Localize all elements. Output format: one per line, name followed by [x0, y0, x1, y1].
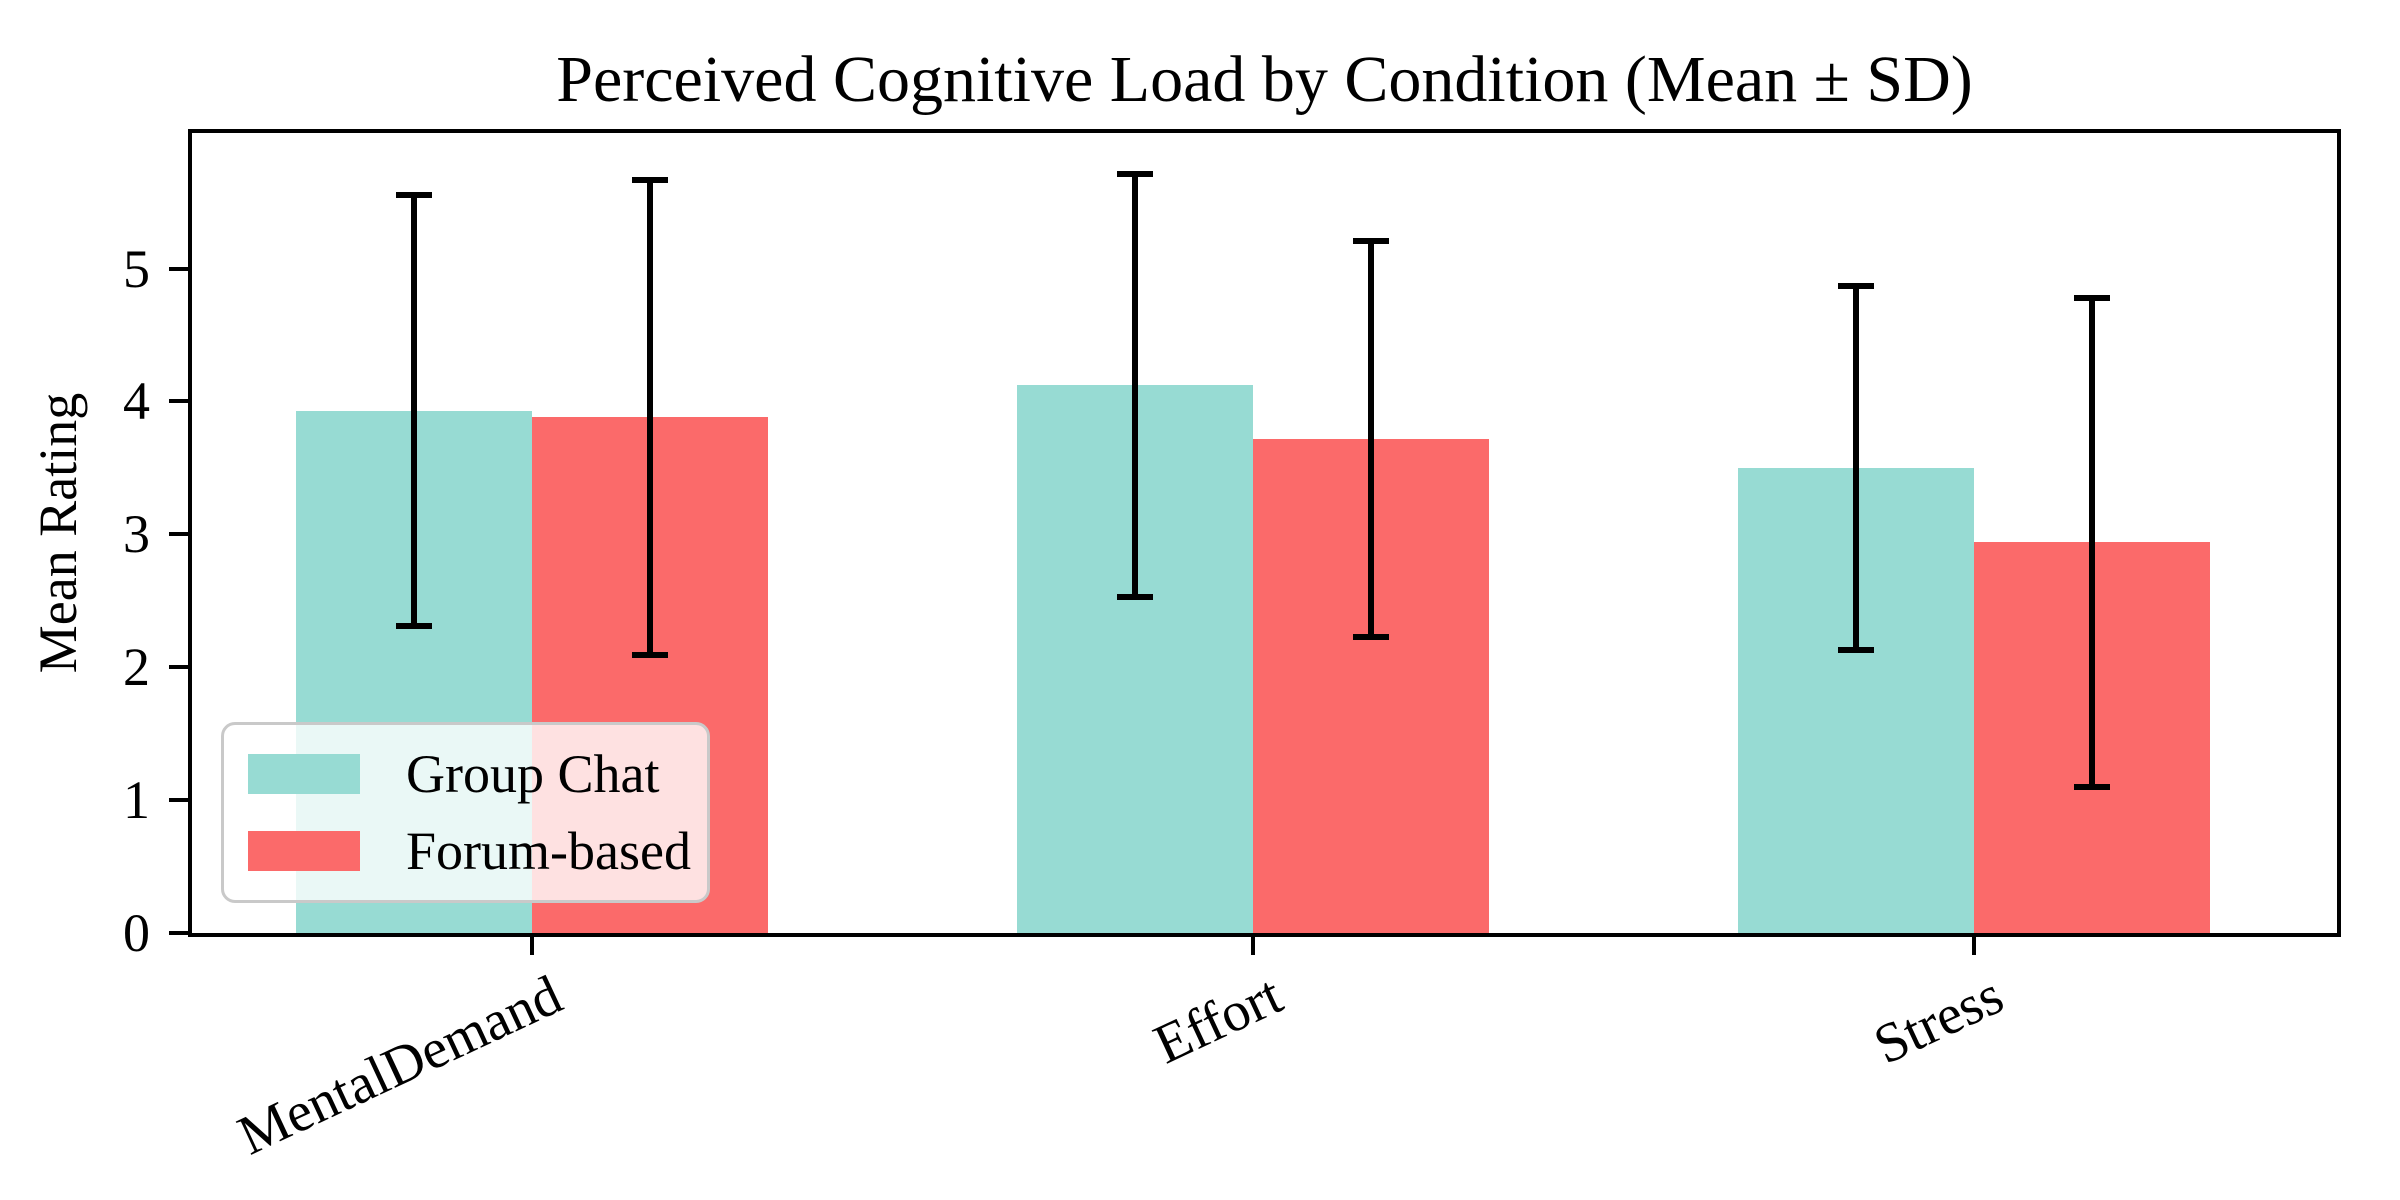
error-bar-cap-top [632, 176, 668, 183]
error-bar-cap-top [1353, 237, 1389, 244]
error-bar-cap-top [2074, 294, 2110, 301]
legend-label-forum-based: Forum-based [406, 821, 691, 882]
y-tick-label: 3 [123, 504, 150, 565]
error-bar-stress [2089, 297, 2095, 787]
error-bar-cap-top [1117, 171, 1153, 178]
y-tick [169, 798, 188, 803]
y-tick-label: 1 [123, 770, 150, 831]
error-bar-cap-bottom [1353, 633, 1389, 640]
chart-title: Perceived Cognitive Load by Condition (M… [556, 43, 1973, 116]
x-tick-label-stress: Stress [1865, 963, 2013, 1077]
error-bar-effort [1368, 240, 1374, 637]
x-tick [1972, 937, 1976, 955]
axis-left-spine [188, 129, 192, 937]
y-tick [169, 266, 188, 271]
error-bar-cap-top [1838, 282, 1874, 289]
error-bar-stress [1853, 285, 1859, 650]
error-bar-cap-top [396, 192, 432, 199]
x-tick-label-effort: Effort [1145, 963, 1292, 1077]
x-tick [1251, 937, 1255, 955]
legend-swatch-group-chat [248, 753, 360, 794]
axis-bottom-spine [188, 933, 2341, 937]
error-bar-cap-bottom [1838, 646, 1874, 653]
error-bar-cap-bottom [632, 652, 668, 659]
legend: Group Chat Forum-based [221, 722, 710, 903]
axis-top-spine [188, 129, 2341, 133]
legend-swatch-forum-based [248, 831, 360, 872]
y-tick [169, 665, 188, 670]
y-tick [169, 532, 188, 537]
x-tick [530, 937, 534, 955]
x-tick-label-mentaldemand: MentalDemand [228, 963, 571, 1168]
y-tick [169, 399, 188, 404]
error-bar-cap-bottom [396, 623, 432, 630]
legend-item-group-chat: Group Chat [224, 744, 707, 804]
error-bar-mentaldemand [411, 195, 417, 627]
y-tick [169, 931, 188, 935]
legend-label-group-chat: Group Chat [406, 743, 660, 804]
error-bar-effort [1132, 174, 1138, 597]
y-tick-label: 0 [123, 903, 150, 963]
error-bar-cap-bottom [2074, 783, 2110, 790]
axis-right-spine [2337, 129, 2341, 937]
error-bar-mentaldemand [647, 179, 653, 656]
legend-item-forum-based: Forum-based [224, 821, 707, 881]
error-bar-cap-bottom [1117, 593, 1153, 600]
y-tick-label: 5 [123, 238, 150, 299]
y-tick-label: 4 [123, 371, 150, 432]
y-tick-label: 2 [123, 637, 150, 698]
